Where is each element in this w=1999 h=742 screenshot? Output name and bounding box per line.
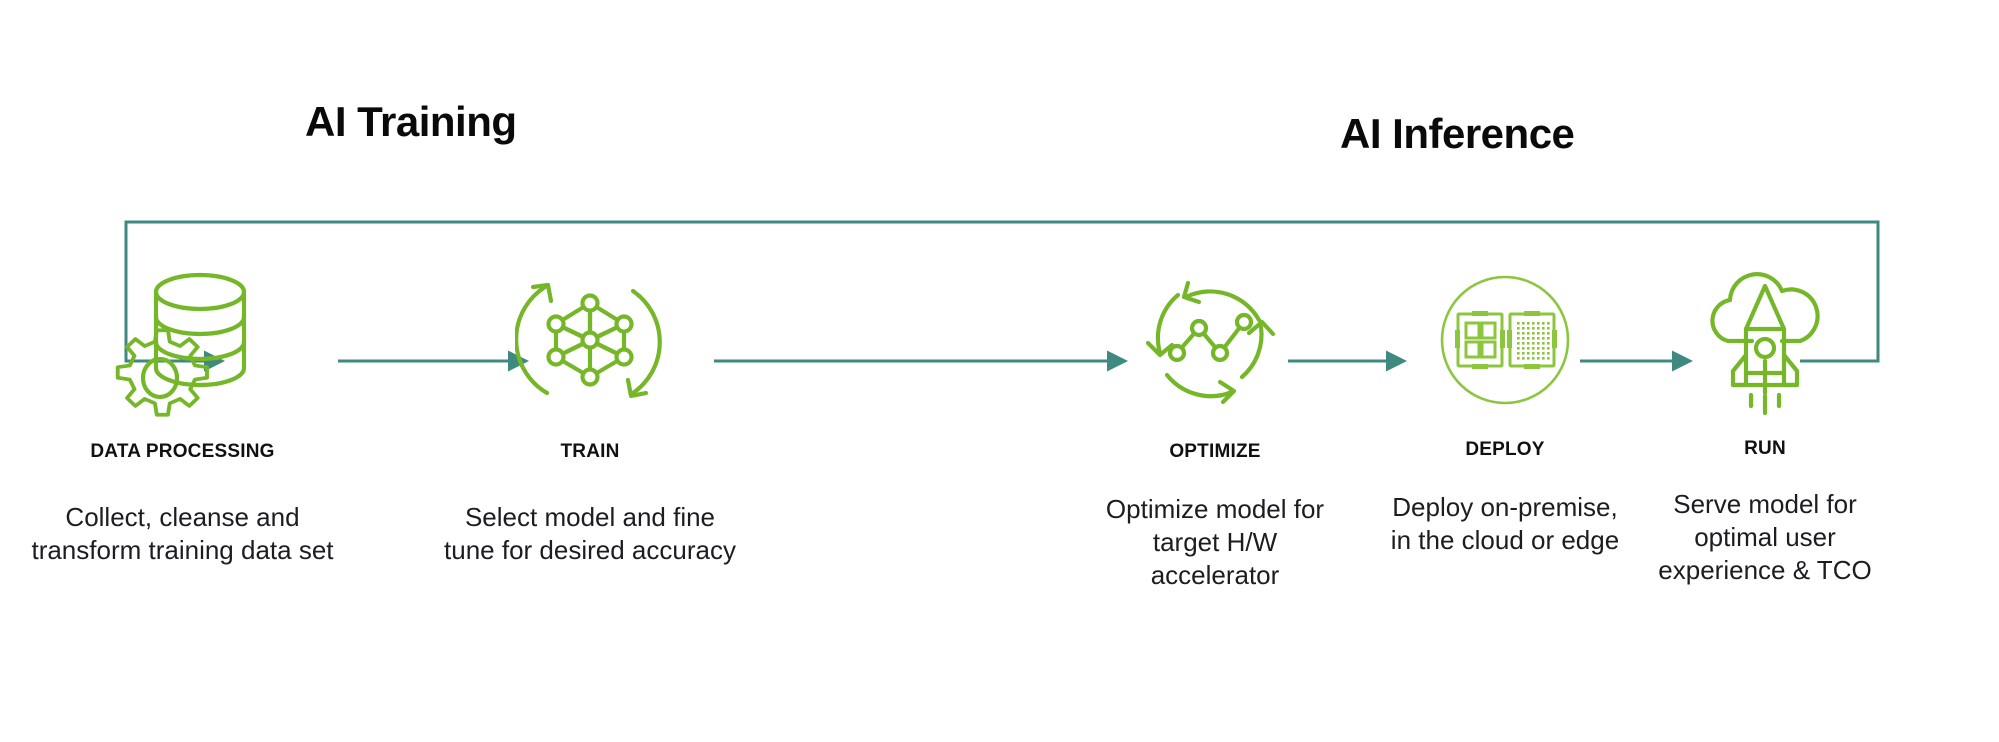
stage-optimize[interactable]: OPTIMIZE Optimize model for target H/W a… [1090,255,1340,592]
section-title-ai-training: AI Training [305,98,517,145]
processor-chips-circle-icon [1440,275,1570,405]
line-chart-cycle-icon [1145,280,1276,405]
icon-box-train [440,255,740,425]
icon-box-data-processing [30,255,335,425]
stage-label-deploy: DEPLOY [1465,439,1545,460]
stage-description-deploy: Deploy on-premise, in the cloud or edge [1390,492,1620,556]
stage-description-optimize: Optimize model for target H/W accelerato… [1105,494,1325,591]
stage-description-data-processing: Collect, cleanse and transform training … [31,502,334,566]
icon-box-deploy [1380,255,1630,425]
icon-box-optimize [1090,255,1340,425]
stage-run[interactable]: RUN Serve model for optimal user experie… [1640,250,1890,587]
neural-network-cycle-icon [515,282,662,399]
rocket-cloud-icon [1710,271,1820,415]
stage-description-run: Serve model for optimal user experience … [1658,489,1872,586]
stage-label-train: TRAIN [560,441,620,462]
stage-train[interactable]: TRAIN Select model and fine tune for des… [440,255,740,567]
stage-label-run: RUN [1744,438,1786,459]
stage-data-processing[interactable]: DATA PROCESSING Collect, cleanse and tra… [30,255,335,567]
section-title-ai-inference: AI Inference [1340,110,1575,157]
stage-description-train: Select model and fine tune for desired a… [444,502,736,566]
stage-deploy[interactable]: DEPLOY Deploy on-premise, in the cloud o… [1380,255,1630,557]
icon-box-run [1640,250,1890,420]
stage-label-optimize: OPTIMIZE [1169,441,1261,462]
database-gear-icon [115,272,246,417]
stage-label-data-processing: DATA PROCESSING [90,441,275,462]
